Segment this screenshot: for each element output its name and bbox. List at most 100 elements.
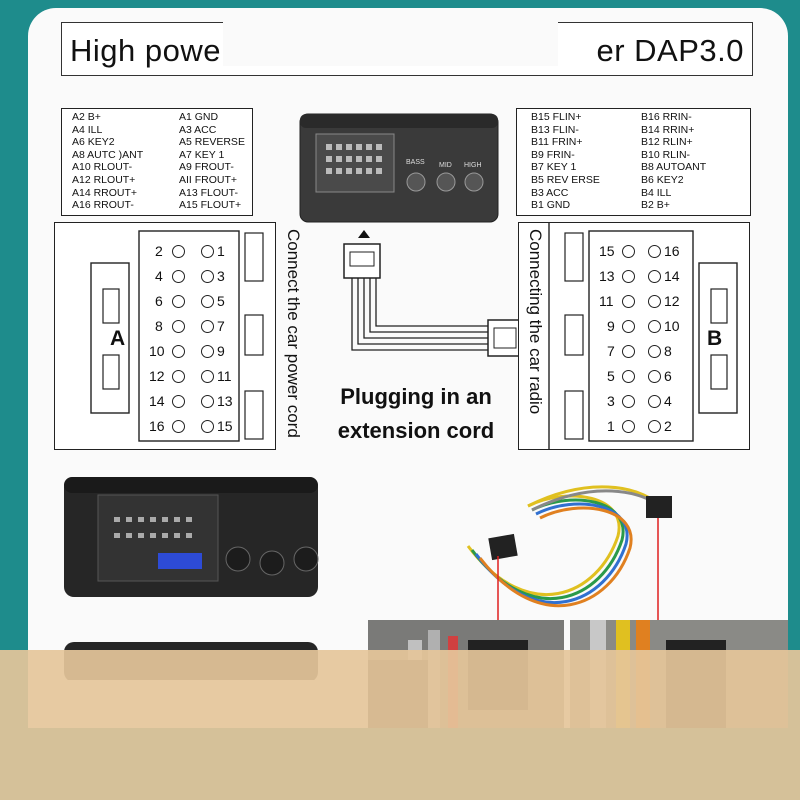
device-top-view: BASS MID HIGH xyxy=(298,112,500,224)
pin-table-a: A2 B+ A4 ILL A6 KEY2 A8 AUTC )ANT A10 RL… xyxy=(61,108,253,216)
device-top-svg xyxy=(299,113,499,223)
connector-a: A Connect the car power cord 2 1 4 3 6 5… xyxy=(54,222,303,450)
pin-hole xyxy=(172,370,185,383)
pin-number: 16 xyxy=(664,243,680,259)
pin-label: B4 ILL xyxy=(641,186,672,199)
pin-label: A6 KEY2 xyxy=(72,136,115,149)
pin-label: A13 FLOUT- xyxy=(179,186,238,199)
title-left: High powe xyxy=(70,33,221,68)
pin-hole xyxy=(648,320,661,333)
pin-number: 10 xyxy=(664,318,680,334)
pin-hole xyxy=(622,320,635,333)
pin-label: A9 FROUT- xyxy=(179,161,234,174)
pin-hole xyxy=(172,320,185,333)
connector-b-outline xyxy=(548,223,738,449)
pin-number: 8 xyxy=(664,343,672,359)
pin-hole xyxy=(648,370,661,383)
pin-label: B3 ACC xyxy=(531,186,569,199)
pin-number: 10 xyxy=(149,343,165,359)
pin-hole xyxy=(201,245,214,258)
pin-label: A5 REVERSE xyxy=(179,136,245,149)
pin-label: B1 GND xyxy=(531,199,571,212)
pin-label: B11 FRIN+ xyxy=(531,136,583,149)
pin-label: B10 RLIN- xyxy=(641,148,691,161)
diagram-sheet: High powe er DAP3.0 A2 B+ A4 ILL A6 KEY2… xyxy=(28,8,788,728)
pin-number: 1 xyxy=(217,243,225,259)
pin-number: 13 xyxy=(599,268,615,284)
pin-hole xyxy=(648,395,661,408)
pin-hole xyxy=(622,345,635,358)
pin-number: 4 xyxy=(155,268,163,284)
pin-table-a-left: A2 B+ A4 ILL A6 KEY2 A8 AUTC )ANT A10 RL… xyxy=(72,111,143,212)
pin-number: 8 xyxy=(155,318,163,334)
pin-number: 13 xyxy=(217,393,233,409)
pin-hole xyxy=(648,420,661,433)
title-right: er DAP3.0 xyxy=(596,33,744,68)
pin-number: 6 xyxy=(664,368,672,384)
pin-number: 6 xyxy=(155,293,163,309)
connector-a-side-text: Connect the car power cord xyxy=(284,229,303,438)
pin-hole xyxy=(201,395,214,408)
pin-hole xyxy=(622,245,635,258)
pin-hole xyxy=(622,370,635,383)
pin-hole xyxy=(172,270,185,283)
connector-b-side-text: Connecting the car radio xyxy=(526,229,545,415)
pin-label: A4 ILL xyxy=(72,123,103,136)
connector-b-letter: B xyxy=(707,327,723,350)
pin-number: 16 xyxy=(149,418,165,434)
caption-line-2: extension cord xyxy=(337,418,495,443)
pin-number: 1 xyxy=(607,418,615,434)
pin-label: B5 REV ERSE xyxy=(531,173,600,186)
pin-hole xyxy=(172,395,185,408)
pin-label: A8 AUTC )ANT xyxy=(72,148,144,161)
pin-number: 11 xyxy=(599,293,614,309)
pin-hole xyxy=(201,295,214,308)
connector-a-outline xyxy=(90,230,264,442)
pin-hole xyxy=(201,270,214,283)
pin-number: 12 xyxy=(664,293,680,309)
pin-number: 14 xyxy=(664,268,680,284)
pin-label: B8 AUTOANT xyxy=(641,161,707,174)
pin-number: 15 xyxy=(217,418,233,434)
pin-hole xyxy=(648,345,661,358)
pin-hole xyxy=(172,420,185,433)
pin-label: A12 RLOUT+ xyxy=(72,173,136,186)
pin-number: 11 xyxy=(217,368,232,384)
pin-label: A10 RLOUT- xyxy=(72,161,133,174)
pin-hole xyxy=(172,345,185,358)
pin-hole xyxy=(622,420,635,433)
pin-hole xyxy=(648,270,661,283)
pin-number: 15 xyxy=(599,243,615,259)
pin-label: B16 RRIN- xyxy=(641,111,692,123)
pin-label: B13 FLIN- xyxy=(531,123,579,136)
pin-hole xyxy=(201,420,214,433)
fuse-icon xyxy=(158,553,202,569)
title-overlay xyxy=(223,8,558,66)
pin-hole xyxy=(622,270,635,283)
pin-number: 12 xyxy=(149,368,165,384)
wire-harness-photo xyxy=(466,485,672,626)
pin-number: 14 xyxy=(149,393,165,409)
pin-number: 9 xyxy=(607,318,615,334)
pin-hole xyxy=(201,345,214,358)
pin-hole xyxy=(622,395,635,408)
pin-hole xyxy=(648,295,661,308)
extension-cord-caption: Plugging in an extension cord xyxy=(316,380,516,448)
pin-label: AII FROUT+ xyxy=(179,173,238,186)
caption-line-1: Plugging in an xyxy=(340,384,492,409)
pin-label: A1 GND xyxy=(179,111,219,123)
knob-label-mid: MID xyxy=(439,162,452,169)
pin-label: A14 RROUT+ xyxy=(72,186,138,199)
pin-number: 5 xyxy=(607,368,615,384)
bottom-overlay-band xyxy=(0,650,800,800)
pin-table-a-right: A1 GND A3 ACC A5 REVERSE A7 KEY 1 A9 FRO… xyxy=(179,111,245,212)
connector-a-letter: A xyxy=(110,327,126,350)
pin-label: A2 B+ xyxy=(72,111,101,123)
knob-label-high: HIGH xyxy=(464,162,482,169)
pin-label: B9 FRIN- xyxy=(531,148,575,161)
pin-label: B7 KEY 1 xyxy=(531,161,577,174)
pin-number: 7 xyxy=(217,318,225,334)
pin-label: A16 RROUT- xyxy=(72,199,134,212)
pin-number: 2 xyxy=(155,243,163,259)
pin-number: 3 xyxy=(607,393,615,409)
